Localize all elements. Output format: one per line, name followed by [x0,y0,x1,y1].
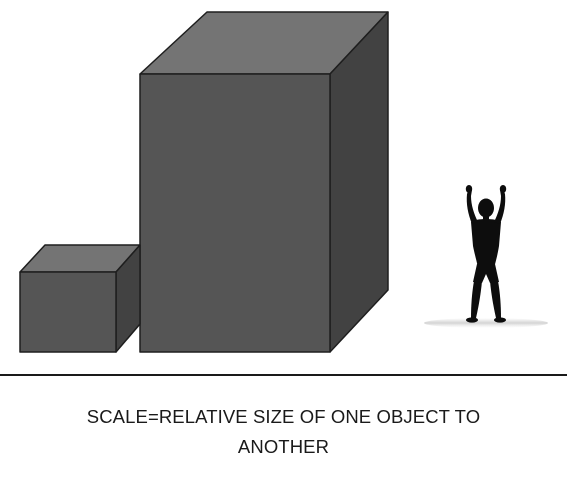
large-box-front [139,73,331,353]
person-arms-raised-icon [424,185,548,328]
caption-line-1: SCALE=RELATIVE SIZE OF ONE OBJECT TO [86,406,481,427]
small-box [19,244,141,353]
caption-line-2: ANOTHER [237,436,330,457]
large-box [139,11,389,353]
small-box-front [19,271,117,353]
caption: SCALE=RELATIVE SIZE OF ONE OBJECT TO ANO… [0,402,567,462]
